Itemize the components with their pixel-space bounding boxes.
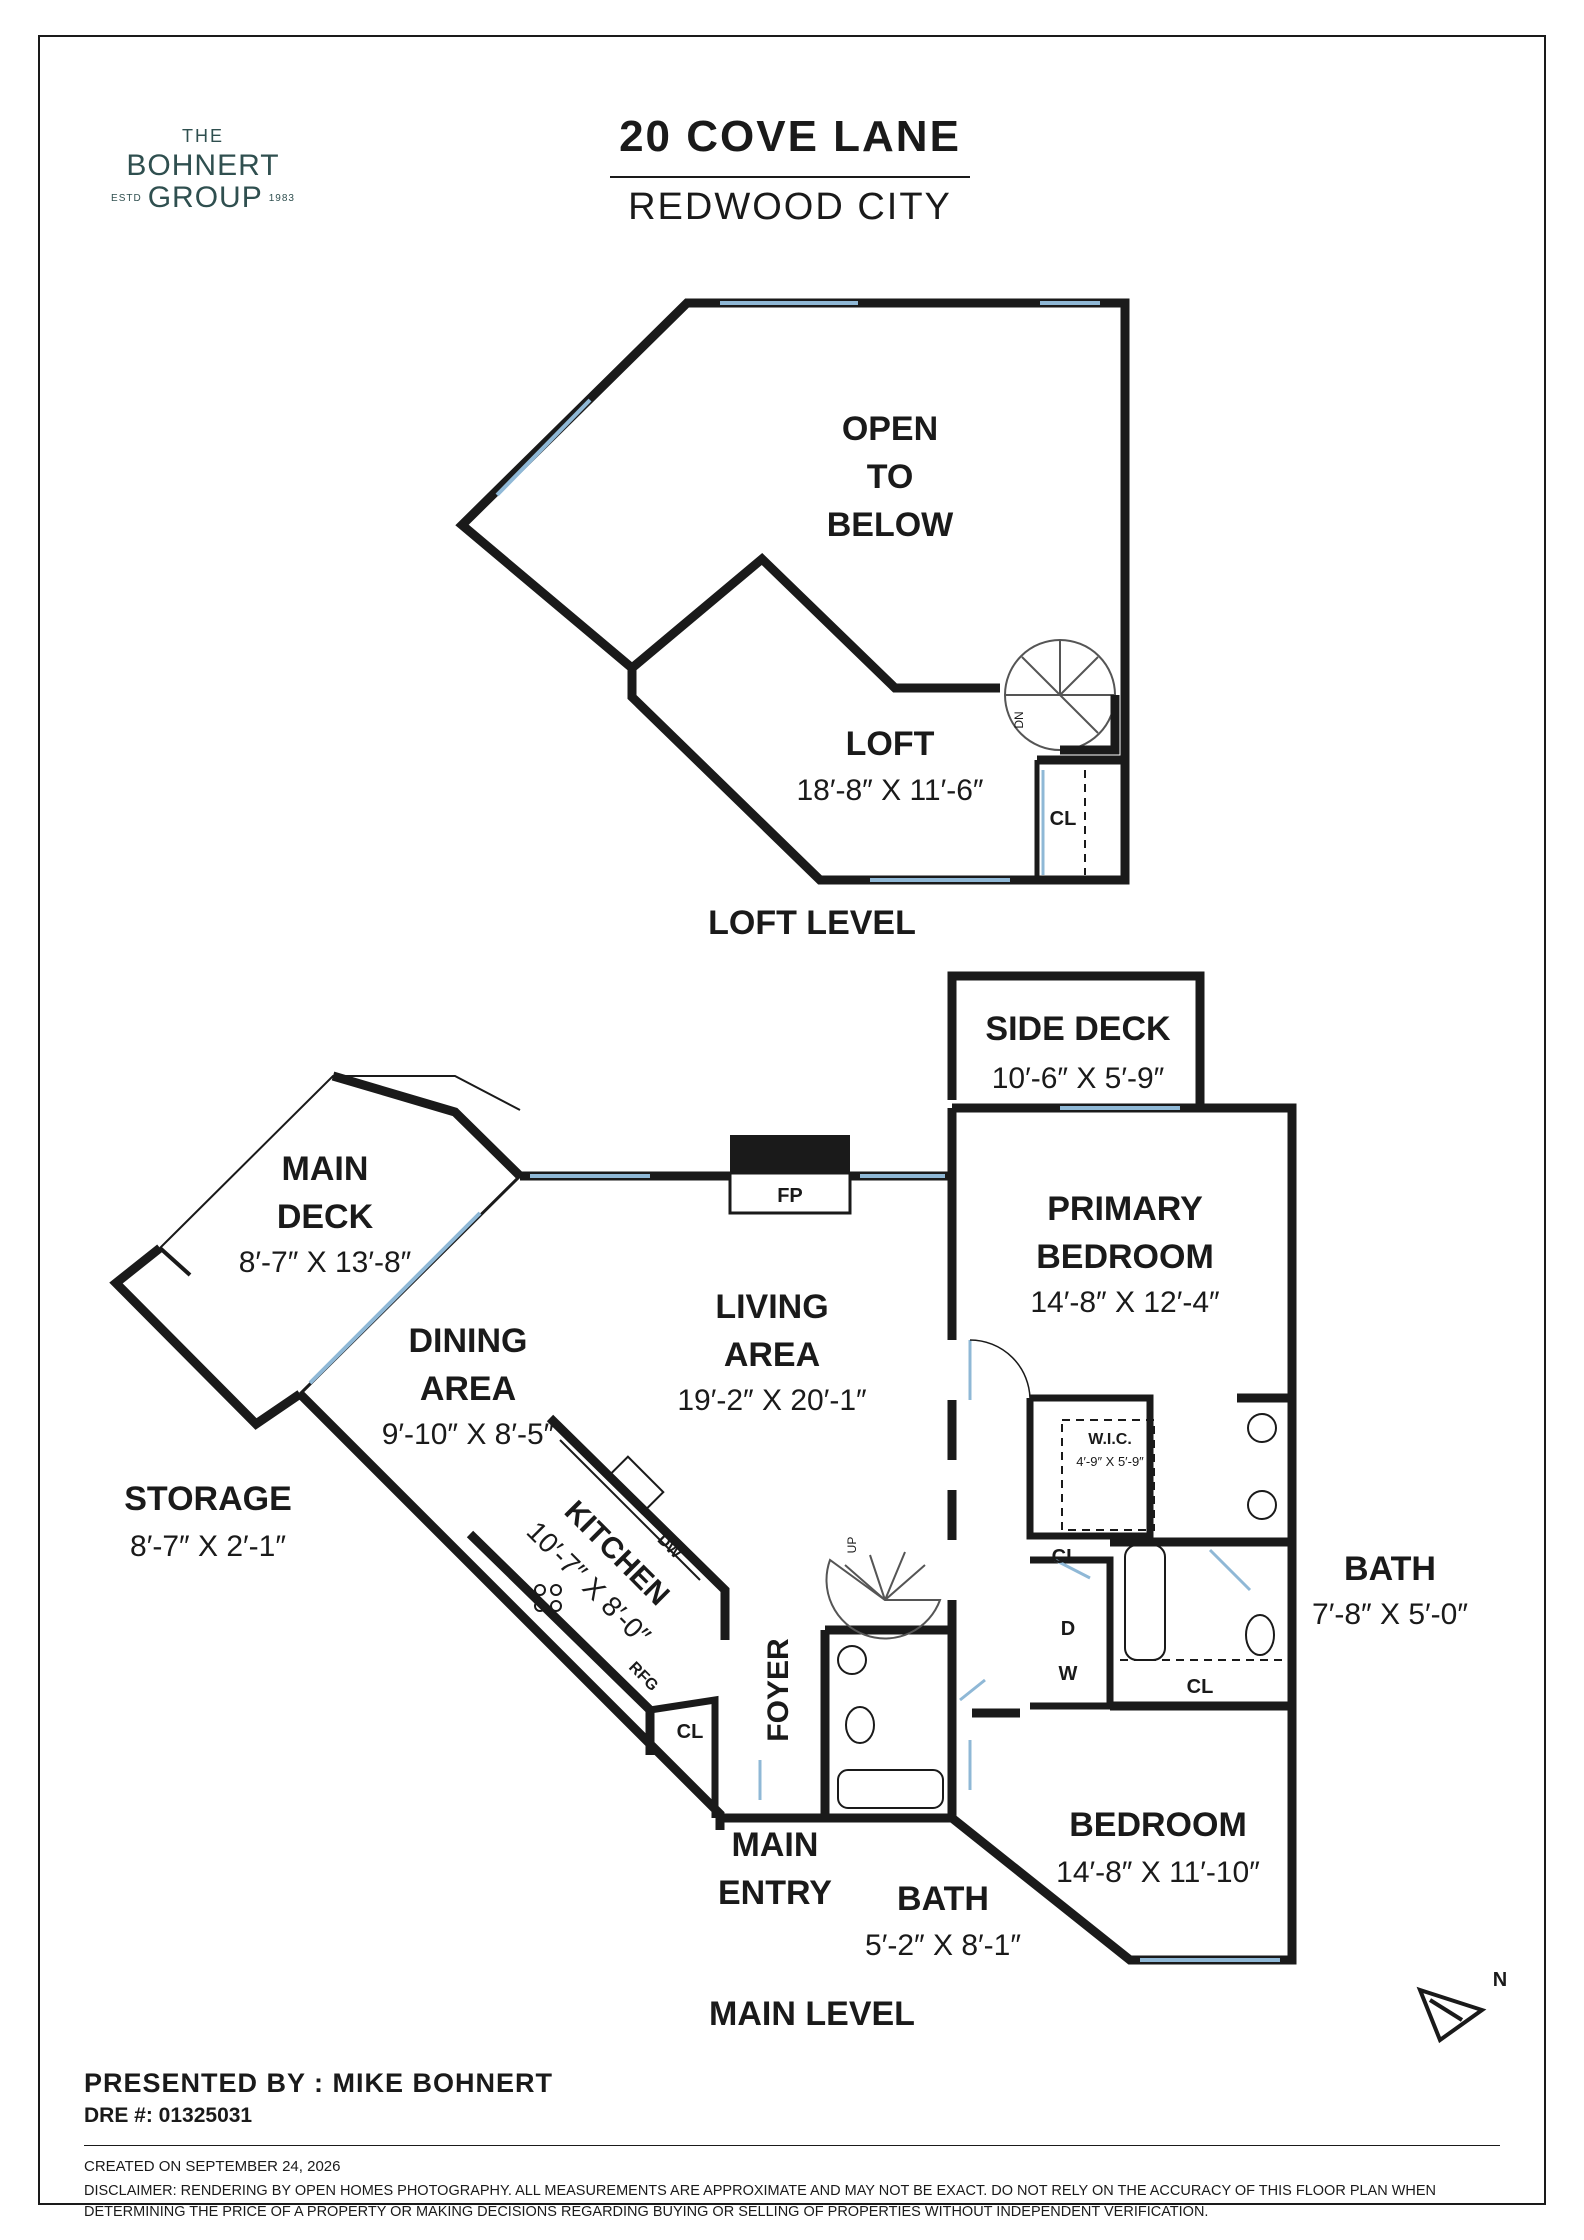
side-deck-name: SIDE DECK: [985, 1010, 1171, 1048]
wic-dims: 4′-9″ X 5′-9″: [1076, 1454, 1144, 1469]
loft-dims: 18′-8″ X 11′-6″: [796, 774, 983, 807]
brand-logo: THE BOHNERT ESTD GROUP 1983: [88, 126, 318, 215]
entry-closet: CL: [677, 1721, 704, 1743]
bedroom-dims: 14′-8″ X 11′-10″: [1056, 1856, 1260, 1889]
deck-railing: [159, 1075, 521, 1249]
footer-divider: [84, 2145, 1500, 2146]
closet-entry: [649, 1695, 719, 1818]
storage-name: STORAGE: [124, 1480, 292, 1518]
door-swings: [758, 1339, 1252, 1800]
fireplace-label: FP: [777, 1185, 803, 1207]
dryer-label: D: [1061, 1618, 1075, 1640]
dining-name-1: DINING: [409, 1322, 528, 1360]
page-title: 20 COVE LANE: [619, 112, 961, 161]
fireplace: [730, 1135, 850, 1173]
storage-dims: 8′-7″ X 2′-1″: [130, 1530, 286, 1563]
loft-closet: CL: [1050, 808, 1077, 830]
bedroom-closet: CL: [1187, 1676, 1214, 1698]
loft-spiral-stair: [1004, 639, 1120, 755]
dining-name-2: AREA: [420, 1370, 516, 1408]
foyer-label: FOYER: [762, 1638, 795, 1742]
living-name-1: LIVING: [715, 1288, 828, 1326]
loft-name: LOFT: [846, 725, 935, 763]
up-label: UP: [845, 1537, 859, 1554]
kitchen-counters: [479, 1439, 701, 1696]
dw-label: DW: [654, 1531, 686, 1563]
logo-estd: ESTD: [111, 192, 142, 204]
created-date: CREATED ON SEPTEMBER 24, 2026: [84, 2158, 341, 2175]
open-below-3: BELOW: [827, 506, 954, 544]
living-dims: 19′-2″ X 20′-1″: [677, 1384, 867, 1417]
west-wall: [296, 1390, 725, 1830]
loft-level-label: LOFT LEVEL: [708, 904, 916, 942]
main-deck-dims: 8′-7″ X 13′-8″: [239, 1246, 412, 1279]
side-deck-wall: [947, 971, 1205, 1108]
bath-fixtures: [837, 1413, 1290, 1809]
page-frame: [38, 35, 1546, 2205]
washer-label: W: [1059, 1663, 1078, 1685]
primary-bath-dims: 7′-8″ X 5′-0″: [1312, 1598, 1468, 1631]
logo-year: 1983: [268, 192, 295, 204]
logo-group: GROUP: [147, 181, 263, 214]
compass-n: N: [1493, 1969, 1507, 1991]
primary-dims: 14′-8″ X 12′-4″: [1030, 1286, 1220, 1319]
disclaimer: DISCLAIMER: RENDERING BY OPEN HOMES PHOT…: [84, 2183, 1437, 2220]
wic-wall: [1026, 1394, 1154, 1540]
logo-the: THE: [182, 126, 224, 146]
window-deck-slider: [308, 1211, 482, 1385]
laundry-wall: [1030, 1556, 1114, 1710]
main-level-label: MAIN LEVEL: [709, 1995, 915, 2033]
fireplace-hearth: [728, 1171, 852, 1215]
primary-bath-name: BATH: [1344, 1550, 1436, 1588]
dre-number: DRE #: 01325031: [84, 2104, 253, 2127]
loft-window-3: [495, 398, 592, 497]
bedroom-name: BEDROOM: [1069, 1806, 1247, 1844]
primary-name-1: PRIMARY: [1047, 1190, 1203, 1228]
loft-inner-wall: [629, 552, 1000, 693]
main-deck-name-1: MAIN: [282, 1150, 369, 1188]
hall-bath-dims: 5′-2″ X 8′-1″: [865, 1929, 1021, 1962]
living-name-2: AREA: [724, 1336, 820, 1374]
hall-bath-name: BATH: [897, 1880, 989, 1918]
loft-outline: [455, 298, 1130, 885]
open-below-2: TO: [867, 458, 914, 496]
main-deck-wall: [331, 1071, 524, 1180]
title-divider: [610, 176, 970, 178]
primary-name-2: BEDROOM: [1036, 1238, 1214, 1276]
logo-bohnert: BOHNERT: [126, 149, 280, 182]
presented-by: PRESENTED BY : MIKE BOHNERT: [84, 2068, 554, 2098]
page-subtitle: REDWOOD CITY: [628, 186, 952, 228]
dining-dims: 9′-10″ X 8′-5″: [382, 1418, 555, 1451]
compass-arrow: [1416, 1986, 1487, 2044]
storage-wall: [109, 1244, 303, 1430]
wic-name: W.I.C.: [1088, 1431, 1132, 1448]
side-deck-dims: 10′-6″ X 5′-9″: [992, 1062, 1165, 1095]
main-deck-name-2: DECK: [277, 1198, 374, 1236]
storage-inner: [158, 1246, 192, 1277]
main-entry-1: MAIN: [732, 1826, 819, 1864]
laundry-closet: CL: [1052, 1546, 1079, 1568]
main-entry-2: ENTRY: [718, 1874, 832, 1912]
open-below-1: OPEN: [842, 410, 938, 448]
loft-dn: DN: [1012, 711, 1026, 728]
main-spiral-stair: [825, 1551, 942, 1640]
